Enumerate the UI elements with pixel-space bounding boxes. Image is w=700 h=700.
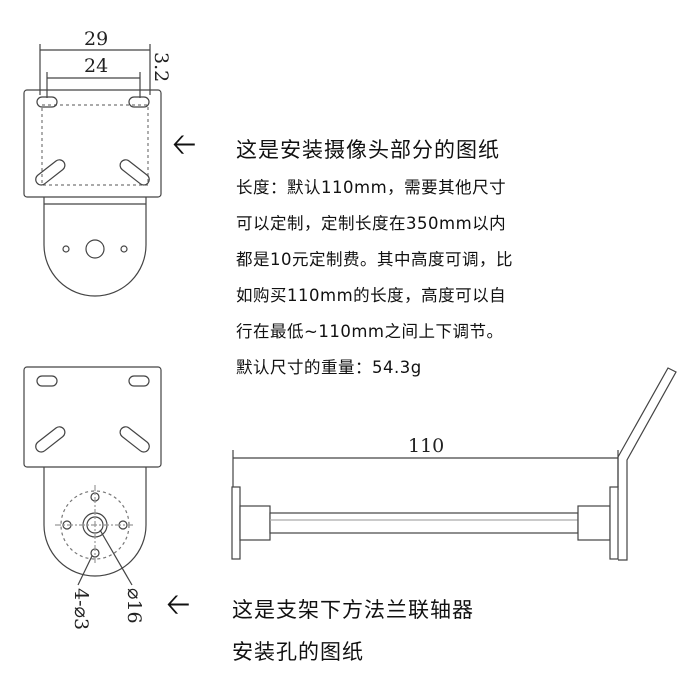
dim-center-label: ⌀16	[123, 588, 145, 624]
top-description-line-3: 都是10元定制费。其中高度可调，比	[236, 250, 513, 269]
side-view-drawing	[231, 367, 677, 561]
left-arrow-icon: 🡠	[172, 127, 197, 162]
top-bracket-drawing	[23, 44, 162, 297]
bottom-tab-outline	[43, 467, 147, 577]
side-right-collar	[577, 505, 611, 541]
top-tab-hole-right	[120, 245, 128, 253]
bottom-plate-outline	[23, 366, 162, 468]
top-description-line-5: 行在最低~110mm之间上下调节。	[236, 322, 504, 341]
side-right-plate	[609, 486, 619, 560]
bottom-description-title-2: 安装孔的图纸	[232, 640, 364, 664]
bottom-slot-diag-left	[35, 426, 66, 453]
dim-holes-label: 4-⌀3	[70, 588, 92, 630]
dim-outer-label: 29	[84, 28, 108, 50]
side-bracket	[617, 367, 677, 561]
top-tab-hole-left	[62, 245, 70, 253]
bottom-slot-diag-right	[119, 426, 150, 453]
top-description-title: 这是安装摄像头部分的图纸	[236, 138, 500, 162]
dim-length-label: 110	[408, 435, 444, 457]
top-slot-right	[128, 96, 150, 108]
top-tab-outline	[43, 197, 147, 297]
bottom-slot-right	[128, 375, 150, 387]
side-rod	[269, 512, 579, 534]
top-plate-outline	[23, 89, 162, 198]
top-plate-dashed-outline	[41, 104, 149, 186]
left-arrow-icon: 🡠	[166, 587, 191, 622]
top-description-line-2: 可以定制，定制长度在350mm以内	[236, 214, 507, 233]
leader-center	[99, 529, 133, 586]
top-description-line-4: 如购买110mm的长度，高度可以自	[236, 286, 507, 305]
leader-holes	[77, 555, 93, 586]
top-tab-hole-center	[85, 239, 105, 259]
top-slot-diag-right	[119, 159, 150, 186]
bottom-bracket-drawing	[23, 366, 162, 586]
dim-inner-label: 24	[84, 55, 108, 77]
top-description-line-6: 默认尺寸的重量：54.3g	[236, 358, 422, 377]
bottom-slot-left	[36, 375, 58, 387]
top-slot-diag-left	[35, 159, 66, 186]
bottom-description-title-1: 这是支架下方法兰联轴器	[232, 598, 474, 622]
side-left-collar	[239, 505, 271, 541]
dim-thickness-label: 3.2	[150, 52, 172, 82]
top-description-line-1: 长度：默认110mm，需要其他尺寸	[236, 178, 507, 197]
side-left-flange	[231, 486, 241, 560]
